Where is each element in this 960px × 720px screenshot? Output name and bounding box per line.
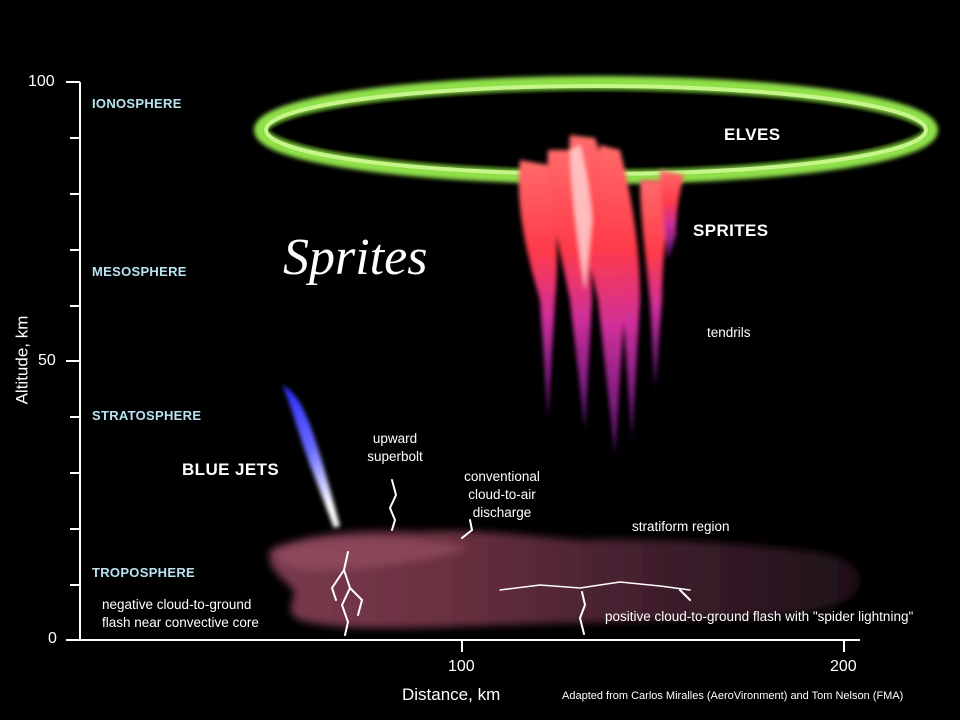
label-stratiform: stratiform region bbox=[632, 518, 730, 536]
label-elves: ELVES bbox=[724, 125, 780, 145]
layer-mesosphere: MESOSPHERE bbox=[92, 264, 187, 279]
page-title: Sprites bbox=[283, 228, 427, 287]
credit-text: Adapted from Carlos Miralles (AeroVironm… bbox=[562, 690, 903, 702]
layer-troposphere: TROPOSPHERE bbox=[92, 565, 195, 580]
x-axis-title: Distance, km bbox=[402, 685, 500, 705]
sprites-shape bbox=[519, 135, 684, 455]
layer-stratosphere: STRATOSPHERE bbox=[92, 408, 201, 423]
y-axis-title: Altitude, km bbox=[12, 316, 32, 405]
blue-jet bbox=[282, 385, 340, 528]
label-sprites: SPRITES bbox=[693, 221, 769, 241]
label-negative-cg: negative cloud-to-ground flash near conv… bbox=[102, 596, 259, 632]
x-tick-100: 100 bbox=[448, 658, 475, 676]
label-cloud-to-air: conventional cloud-to-air discharge bbox=[452, 468, 552, 522]
y-tick-50: 50 bbox=[38, 352, 56, 370]
x-tick-200: 200 bbox=[830, 658, 857, 676]
y-tick-0: 0 bbox=[48, 630, 57, 648]
label-upward-superbolt: upward superbolt bbox=[360, 430, 430, 466]
y-tick-100: 100 bbox=[28, 73, 55, 91]
layer-ionosphere: IONOSPHERE bbox=[92, 96, 182, 111]
label-tendrils: tendrils bbox=[707, 324, 751, 342]
label-blue-jets: BLUE JETS bbox=[182, 460, 279, 480]
label-positive-cg: positive cloud-to-ground flash with "spi… bbox=[605, 608, 913, 626]
